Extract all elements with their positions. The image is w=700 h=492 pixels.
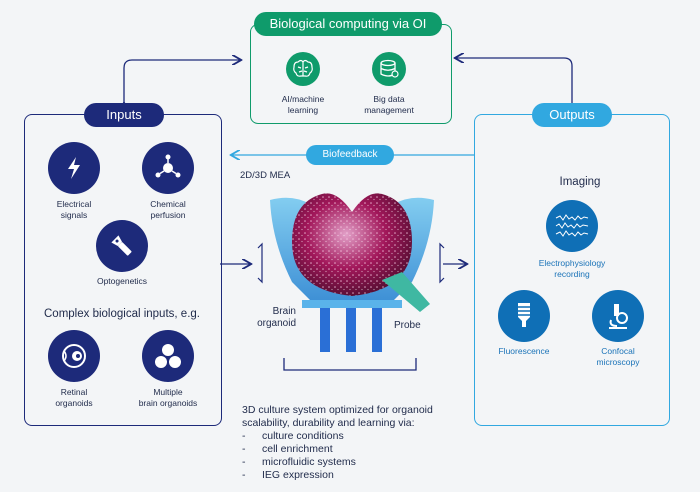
culture-line1: 3D culture system optimized for organoid xyxy=(242,404,433,416)
ai-label-line2: learning xyxy=(287,105,319,115)
complex-heading: Complex biological inputs, e.g. xyxy=(44,308,200,320)
culture-line2: scalability, durability and learning via… xyxy=(242,417,415,429)
molecule-icon xyxy=(142,142,194,194)
bullet-2-text: cell enrichment xyxy=(262,443,333,455)
electrical-line2: signals xyxy=(60,210,88,220)
brain-organoid-label: Brain organoid xyxy=(236,306,296,330)
fluorescence-label: Fluorescence xyxy=(498,346,550,356)
bullet-4: -IEG expression xyxy=(242,469,334,481)
bigdata-label-line1: Big data xyxy=(373,94,405,104)
confocal-line1: Confocal xyxy=(601,346,635,356)
brain-icon xyxy=(286,52,320,86)
top-title: Biological computing via OI xyxy=(254,12,442,36)
mea-label: 2D/3D MEA xyxy=(240,170,291,181)
electrical-line1: Electrical xyxy=(56,199,92,209)
bullet-1-text: culture conditions xyxy=(262,430,344,442)
database-icon xyxy=(372,52,406,86)
chemical-line1: Chemical xyxy=(150,199,186,209)
waveform-icon xyxy=(546,200,598,252)
imaging-heading: Imaging xyxy=(559,176,601,188)
inputs-title: Inputs xyxy=(84,103,164,127)
lightbulb-icon xyxy=(498,290,550,342)
biofeedback-pill: Biofeedback xyxy=(306,145,394,165)
bullet-1: -culture conditions xyxy=(242,430,344,442)
optogenetics-label: Optogenetics xyxy=(96,276,148,286)
flashlight-icon xyxy=(96,220,148,272)
ai-label: AI/machine learning xyxy=(268,94,338,116)
confocal-label: Confocal microscopy xyxy=(578,346,658,368)
organoid-illustration xyxy=(270,193,434,352)
brain-line2: organoid xyxy=(257,318,296,329)
bigdata-label-line2: management xyxy=(364,105,414,115)
retinal-line2: organoids xyxy=(55,398,93,408)
ephys-line2: recording xyxy=(554,269,590,279)
electrical-label: Electrical signals xyxy=(38,199,110,221)
ephys-line1: Electrophysiology xyxy=(538,258,606,268)
multiple-line1: Multiple xyxy=(153,387,183,397)
ephys-label: Electrophysiology recording xyxy=(522,258,622,280)
multiple-organoids-label: Multiple brain organoids xyxy=(124,387,212,409)
bullet-4-text: IEG expression xyxy=(262,469,334,481)
retinal-label: Retinal organoids xyxy=(38,387,110,409)
outputs-title: Outputs xyxy=(532,103,612,127)
bigdata-label: Big data management xyxy=(354,94,424,116)
organoids-icon xyxy=(142,330,194,382)
chemical-label: Chemical perfusion xyxy=(132,199,204,221)
brain-line1: Brain xyxy=(272,306,296,317)
confocal-line2: microscopy xyxy=(596,357,640,367)
lightning-icon xyxy=(48,142,100,194)
retinal-line1: Retinal xyxy=(60,387,88,397)
ai-label-line1: AI/machine xyxy=(281,94,325,104)
chemical-line2: perfusion xyxy=(150,210,186,220)
microscope-icon xyxy=(592,290,644,342)
bullet-3-text: microfluidic systems xyxy=(262,456,356,468)
bullet-3: -microfluidic systems xyxy=(242,456,356,468)
bullet-2: -cell enrichment xyxy=(242,443,333,455)
eye-icon xyxy=(48,330,100,382)
multiple-line2: brain organoids xyxy=(138,398,198,408)
culture-description: 3D culture system optimized for organoid… xyxy=(242,404,482,482)
probe-label: Probe xyxy=(394,320,421,331)
